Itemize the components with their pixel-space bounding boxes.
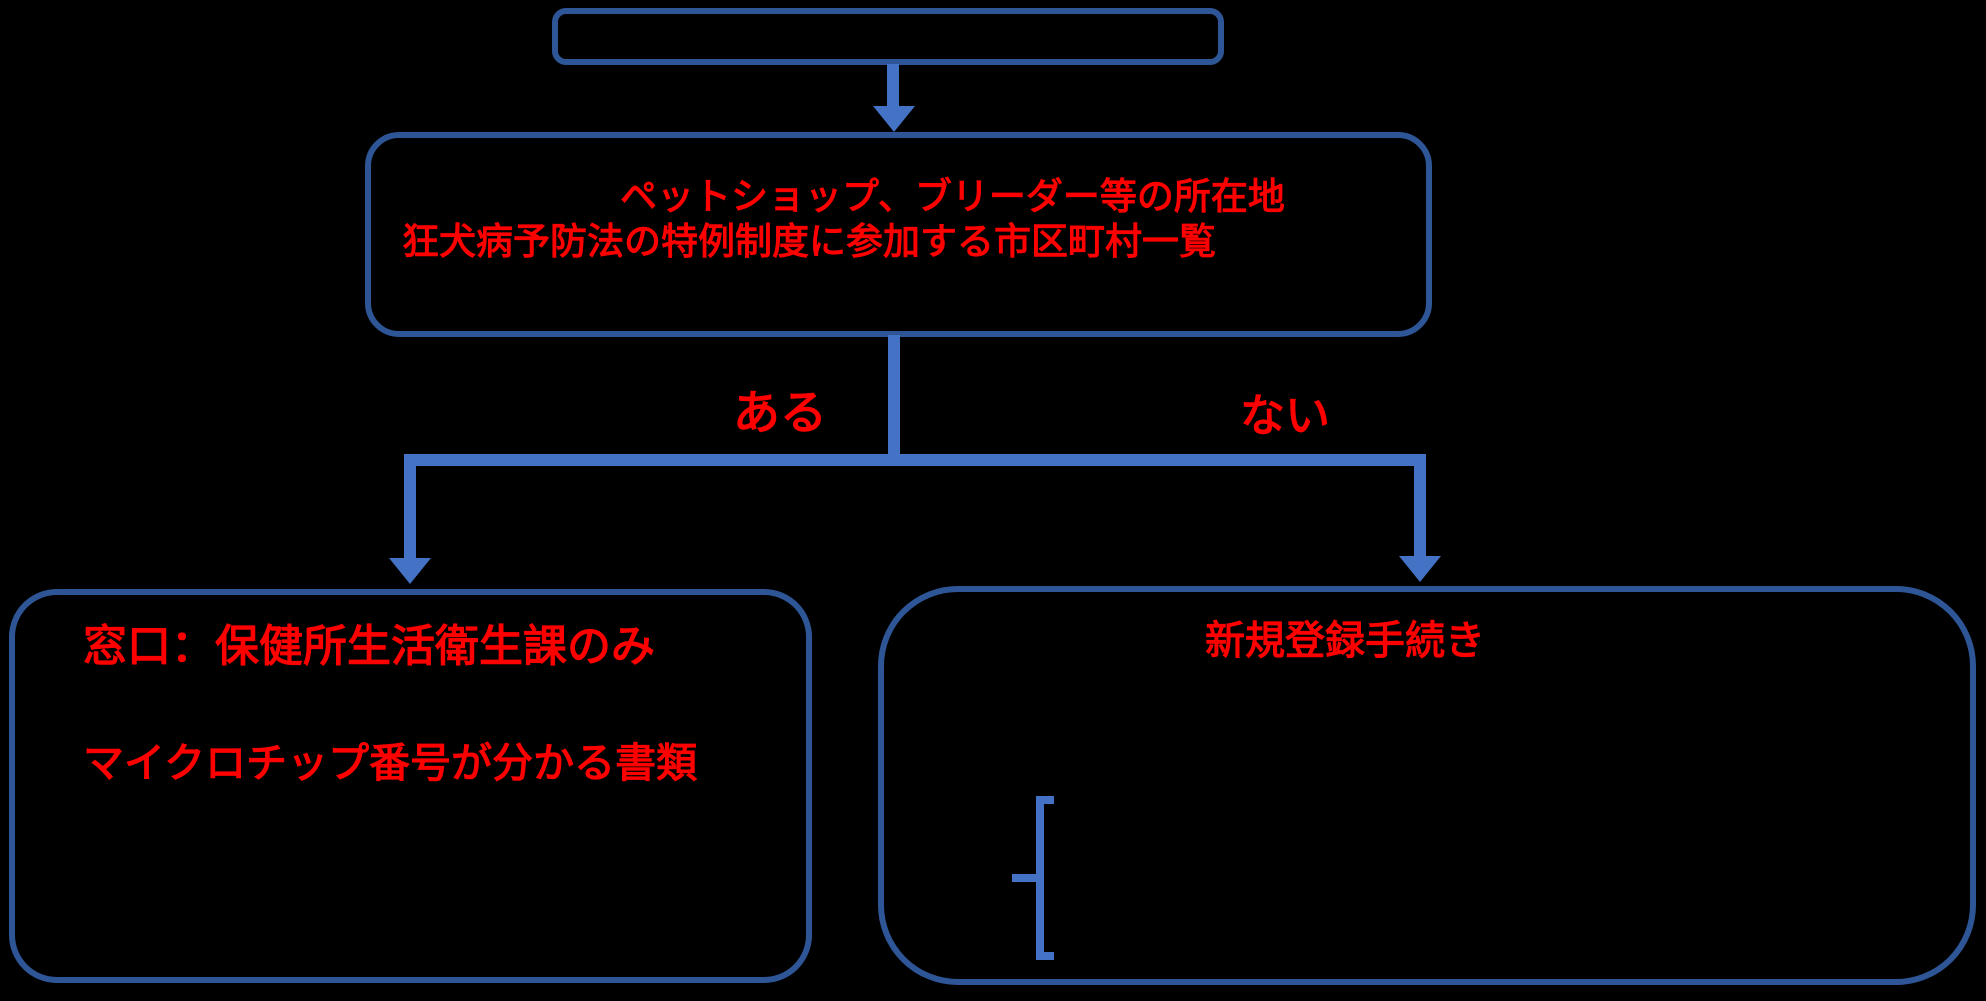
branch-horizontal-line [404, 454, 1426, 466]
right-result-box [878, 586, 1976, 985]
top-to-main-arrow-head-icon [873, 106, 915, 132]
decision-box-line-1: ペットショップ、ブリーダー等の所在地 [620, 175, 1285, 218]
decision-box [365, 132, 1432, 337]
top-to-main-arrow-shaft [887, 64, 899, 108]
branch-label-no: ない [1240, 389, 1331, 442]
start-box [552, 8, 1224, 65]
left-branch-arrow-head-icon [389, 558, 431, 584]
left-result-heading: 窓口：保健所生活衛生課のみ [83, 621, 655, 672]
decision-spine-line [888, 335, 900, 460]
left-result-box [9, 589, 812, 983]
right-result-heading: 新規登録手続き [1205, 618, 1485, 664]
left-branch-arrow-shaft [404, 454, 416, 558]
left-result-note: マイクロチップ番号が分かる書類 [83, 739, 698, 787]
right-branch-arrow-head-icon [1399, 556, 1441, 582]
right-branch-arrow-shaft [1414, 454, 1426, 556]
branch-label-yes: ある [733, 386, 827, 441]
decision-box-line-2: 狂犬病予防法の特例制度に参加する市区町村一覧 [402, 220, 1216, 263]
grouping-bracket-icon [1012, 796, 1054, 960]
